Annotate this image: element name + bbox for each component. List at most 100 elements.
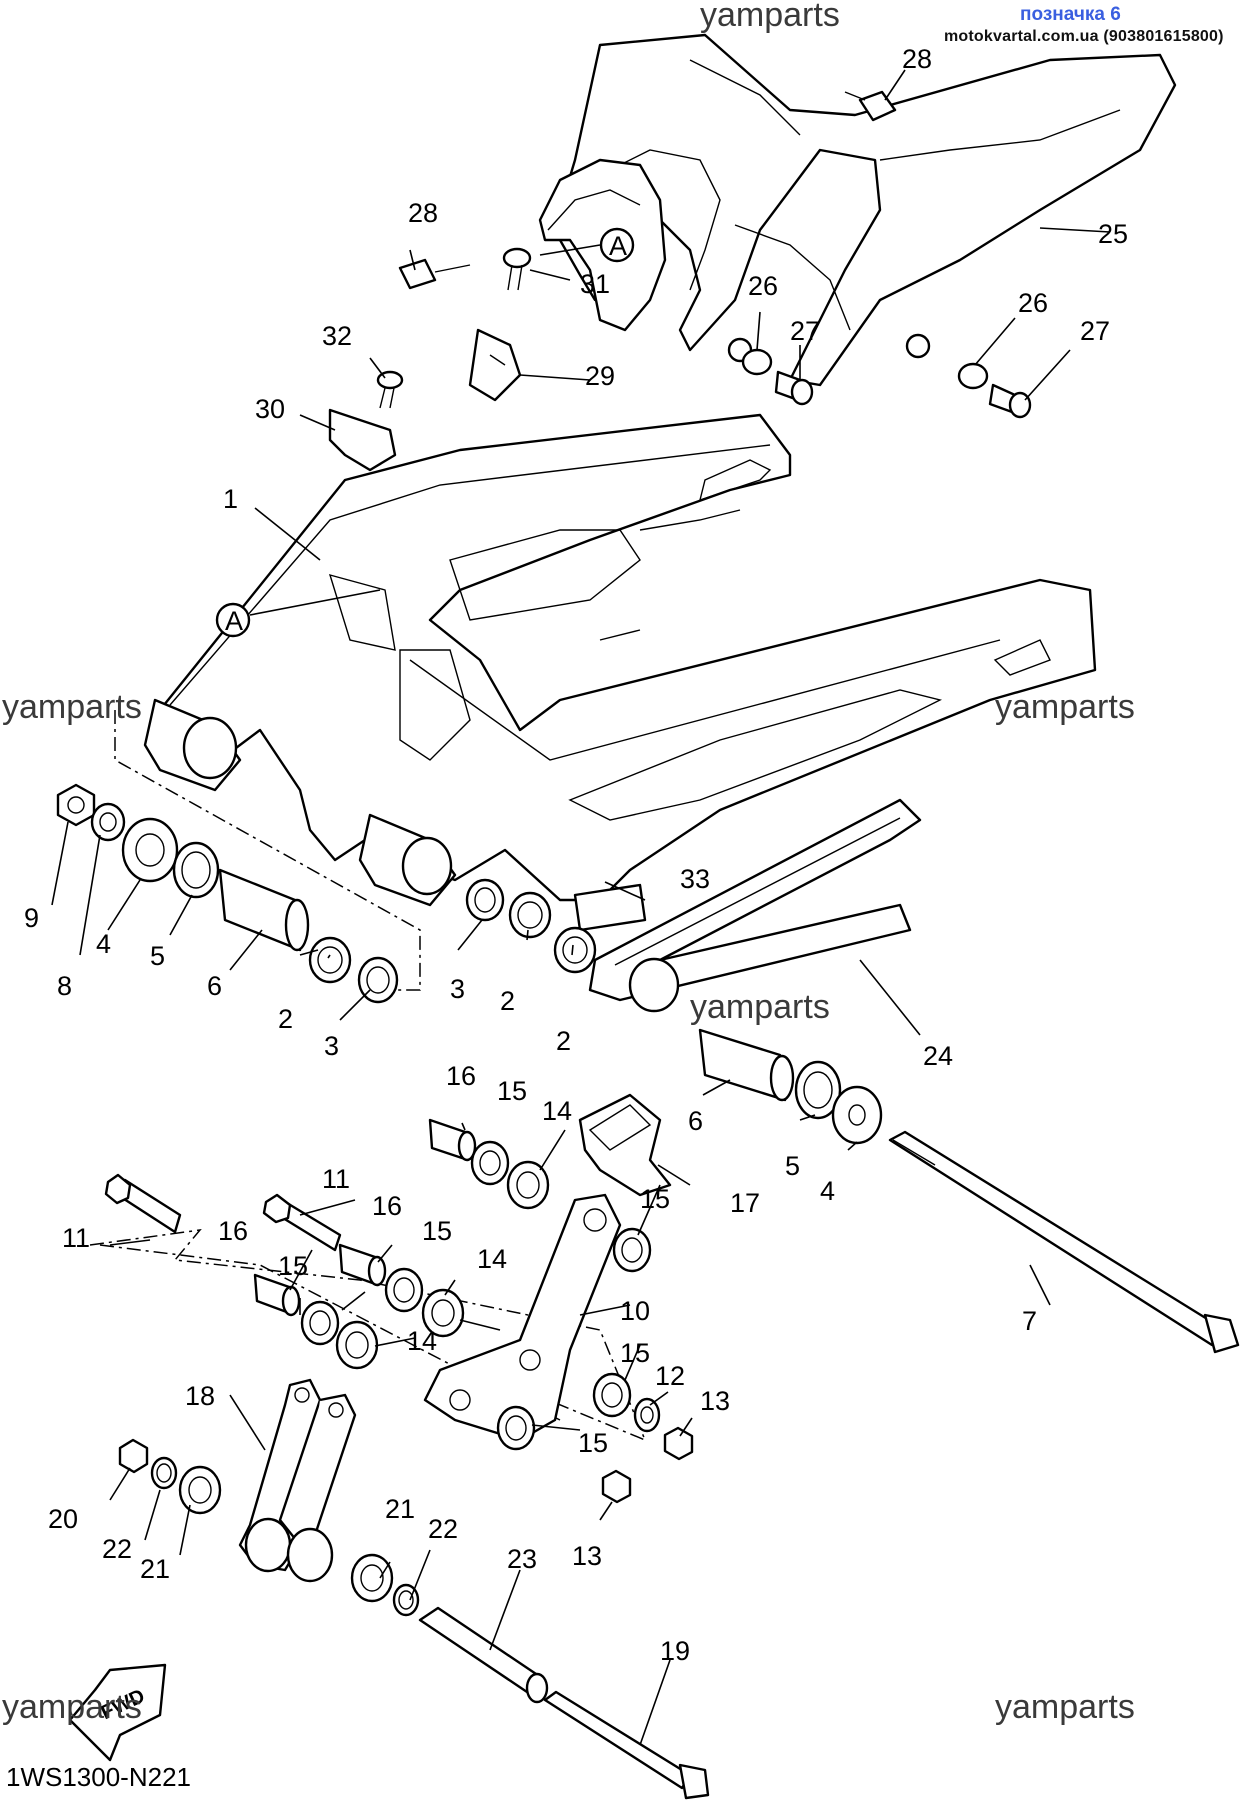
collar-part-16a [428, 1118, 477, 1162]
oil-seal-part-15f [496, 1405, 536, 1451]
collar-part-23 [418, 1606, 549, 1704]
callout-22b: 22 [102, 1534, 132, 1564]
watermark-right: yamparts [995, 688, 1135, 726]
screw-part-32 [376, 370, 404, 409]
collar-part-16b [338, 1243, 387, 1287]
bolt-part-28b [398, 258, 471, 290]
dealer-label: motokvartal.com.ua (903801615800) [944, 28, 1224, 45]
bearing-part-2c [553, 926, 597, 974]
callout-16c: 16 [218, 1216, 248, 1246]
nut-part-13a [663, 1426, 694, 1461]
callout-17: 17 [730, 1188, 760, 1218]
thrust-cover-part-4b [831, 1085, 883, 1145]
callout-27a: 27 [790, 316, 820, 346]
callout-23: 23 [507, 1544, 537, 1574]
assembly-outline-left [114, 710, 421, 991]
bolt-part-11a [104, 1173, 182, 1234]
collar-part-16c [253, 1273, 301, 1317]
bracket-part-30 [328, 408, 397, 472]
bolt-part-27a [774, 370, 814, 406]
bearing-part-14b [421, 1288, 465, 1338]
callout-2c: 2 [556, 1026, 571, 1056]
collar-part-6b [698, 1028, 795, 1102]
oil-seal-part-15b [612, 1227, 652, 1273]
bearing-part-2a [308, 936, 352, 984]
watermark-bottom-left: yamparts [2, 1688, 142, 1726]
watermarks: yamparts yamparts yamparts yamparts yamp… [2, 688, 1135, 1726]
washer-part-12 [633, 1397, 661, 1433]
callout-8: 8 [57, 971, 72, 1001]
callout-numbers: 1 2 2 2 3 3 4 4 5 5 6 6 7 8 9 10 11 11 1… [24, 44, 1128, 1666]
fwd-arrow-icon: FWD [68, 1663, 167, 1762]
pivot-boss-left [143, 698, 242, 792]
bearing-part-14c [335, 1320, 379, 1370]
callout-15c: 15 [422, 1216, 452, 1246]
oil-seal-part-5 [172, 841, 220, 899]
watermark-bottom-right: yamparts [995, 1688, 1135, 1726]
callout-26b: 26 [1018, 288, 1048, 318]
svg-text:A: A [609, 231, 627, 261]
screw-part-31 [502, 247, 532, 291]
leader-lines [51, 69, 1111, 1746]
callout-15f: 15 [578, 1428, 608, 1458]
bearing-part-3b [465, 878, 505, 922]
callout-32: 32 [322, 321, 352, 351]
callout-3b: 3 [324, 1031, 339, 1061]
callout-21a: 21 [385, 1494, 415, 1524]
oil-seal-part-5b [794, 1060, 842, 1120]
washer-part-8 [90, 802, 126, 842]
callout-19: 19 [660, 1636, 690, 1666]
watermark-left: yamparts [2, 688, 142, 726]
collar-part-6 [218, 868, 310, 952]
bearing-part-14a [506, 1160, 550, 1210]
assembly-outline-link [89, 1228, 647, 1442]
callout-16a: 16 [446, 1061, 476, 1091]
reference-mark-a-left: A [215, 602, 251, 638]
diagram-code: 1WS1300-N221 [6, 1762, 191, 1792]
callout-4b: 4 [820, 1176, 835, 1206]
collar-part-26b [957, 362, 989, 390]
callout-25: 25 [1098, 219, 1128, 249]
pivot-shaft-part-7 [888, 1130, 1240, 1354]
nut-part-13b [601, 1469, 632, 1504]
clip-part-29 [468, 328, 522, 402]
callout-12: 12 [655, 1361, 685, 1391]
callout-28b: 28 [408, 198, 438, 228]
callout-29: 29 [585, 361, 615, 391]
callout-14c: 14 [407, 1326, 437, 1356]
callout-26a: 26 [748, 271, 778, 301]
callout-20: 20 [48, 1504, 78, 1534]
callout-1: 1 [223, 484, 238, 514]
callout-4a: 4 [96, 929, 111, 959]
callout-28a: 28 [902, 44, 932, 74]
swingarm-part [158, 413, 1097, 902]
callout-30: 30 [255, 394, 285, 424]
nut-part-9 [56, 783, 96, 827]
callout-18: 18 [185, 1381, 215, 1411]
nut-part-20 [118, 1438, 149, 1474]
watermark-center: yamparts [690, 988, 830, 1026]
callout-14a: 14 [542, 1096, 572, 1126]
bolt-part-27b [988, 383, 1032, 419]
callout-5a: 5 [150, 941, 165, 971]
damper-part-17 [578, 1093, 672, 1197]
callout-11b: 11 [322, 1164, 350, 1194]
callout-16b: 16 [372, 1191, 402, 1221]
oil-seal-part-15e [592, 1372, 632, 1418]
callout-21b: 21 [140, 1554, 170, 1584]
collar-part-26a [741, 348, 773, 376]
callout-9: 9 [24, 903, 39, 933]
callout-13a: 13 [700, 1386, 730, 1416]
callout-2a: 2 [278, 1004, 293, 1034]
oil-seal-part-15a [470, 1140, 510, 1186]
oil-seal-part-15c [384, 1267, 424, 1313]
callout-31: 31 [580, 269, 610, 299]
thrust-cover-part-4 [121, 817, 179, 883]
bearing-part-21b [350, 1553, 394, 1603]
callout-6a: 6 [207, 971, 222, 1001]
callout-15d: 15 [278, 1251, 308, 1281]
callout-15e: 15 [620, 1338, 650, 1368]
callout-5b: 5 [785, 1151, 800, 1181]
callout-10: 10 [620, 1296, 650, 1326]
callout-22a: 22 [428, 1514, 458, 1544]
